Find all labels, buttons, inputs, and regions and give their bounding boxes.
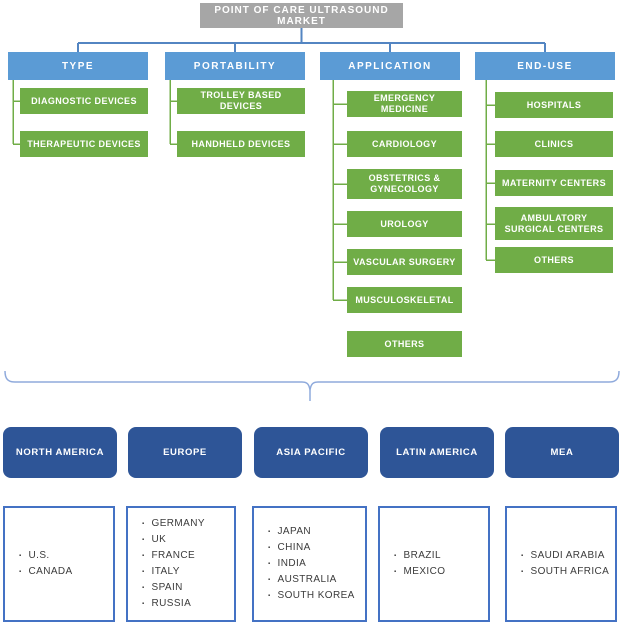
region-label: NORTH AMERICA: [15, 447, 105, 458]
leaf-label: OBSTETRICS & GYNECOLOGY: [368, 173, 441, 194]
leaf-clinics: CLINICS: [495, 131, 613, 157]
leaf-diagnostic-devices: DIAGNOSTIC DEVICES: [20, 88, 148, 114]
leaf-application-others: OTHERS: [347, 331, 462, 357]
country-item: SAUDI ARABIA: [521, 548, 609, 564]
branch-header-label: APPLICATION: [348, 60, 432, 72]
leaf-label: HOSPITALS: [526, 99, 582, 110]
leaf-cardiology: CARDIOLOGY: [347, 131, 462, 157]
brace: [4, 370, 620, 401]
branch-header-end-use: END-USE: [475, 52, 615, 80]
country-item: U.S.: [19, 548, 73, 564]
country-list: BRAZIL MEXICO: [380, 548, 449, 580]
country-box-asia-pacific: JAPAN CHINA INDIA AUSTRALIA SOUTH KOREA: [252, 506, 367, 622]
branch-header-type: TYPE: [8, 52, 148, 80]
country-item: BRAZIL: [394, 548, 445, 564]
country-list: U.S. CANADA: [5, 548, 77, 580]
leaf-label: OTHERS: [534, 254, 574, 265]
leaf-label: VASCULAR SURGERY: [353, 256, 456, 267]
leaf-maternity-centers: MATERNITY CENTERS: [495, 170, 613, 196]
country-item: SOUTH AFRICA: [521, 564, 609, 580]
region-latin-america: LATIN AMERICA: [380, 427, 494, 478]
country-list: SAUDI ARABIA SOUTH AFRICA: [507, 548, 613, 580]
region-label: MEA: [550, 447, 574, 458]
leaf-label: AMBULATORY SURGICAL CENTERS: [504, 212, 604, 234]
country-box-europe: GERMANY UK FRANCE ITALY SPAIN RUSSIA: [126, 506, 236, 622]
branch-header-label: END-USE: [517, 60, 573, 72]
region-label: ASIA PACIFIC: [276, 447, 346, 458]
country-item: ITALY: [142, 564, 205, 580]
leaf-label: DIAGNOSTIC DEVICES: [31, 95, 137, 106]
leaf-label: CARDIOLOGY: [371, 138, 437, 149]
leaf-therapeutic-devices: THERAPEUTIC DEVICES: [20, 131, 148, 157]
country-box-latin-america: BRAZIL MEXICO: [378, 506, 490, 622]
leaf-urology: UROLOGY: [347, 211, 462, 237]
leaf-label: CLINICS: [534, 138, 574, 149]
region-asia-pacific: ASIA PACIFIC: [254, 427, 368, 478]
leaf-ambulatory-surgical-centers: AMBULATORY SURGICAL CENTERS: [495, 207, 613, 240]
country-item: SOUTH KOREA: [268, 588, 355, 604]
leaf-obstetrics-gynecology: OBSTETRICS & GYNECOLOGY: [347, 169, 462, 199]
country-item: UK: [142, 532, 205, 548]
country-item: AUSTRALIA: [268, 572, 355, 588]
country-item: CANADA: [19, 564, 73, 580]
leaf-label: THERAPEUTIC DEVICES: [27, 138, 141, 149]
leaf-label: MATERNITY CENTERS: [502, 177, 606, 188]
region-north-america: NORTH AMERICA: [3, 427, 117, 478]
leaf-label: EMERGENCY MEDICINE: [373, 93, 436, 114]
country-item: INDIA: [268, 556, 355, 572]
top-tree-connectors: [77, 28, 546, 52]
leaf-end-use-others: OTHERS: [495, 247, 613, 273]
leaf-label: MUSCULOSKELETAL: [355, 294, 454, 305]
country-box-north-america: U.S. CANADA: [3, 506, 115, 622]
leaf-hospitals: HOSPITALS: [495, 92, 613, 118]
branch-header-label: TYPE: [61, 60, 95, 72]
leaf-trolley-based-devices: TROLLEY BASED DEVICES: [177, 88, 305, 114]
region-label: EUROPE: [163, 447, 207, 458]
country-list: JAPAN CHINA INDIA AUSTRALIA SOUTH KOREA: [254, 524, 359, 604]
leaf-handheld-devices: HANDHELD DEVICES: [177, 131, 305, 157]
leaf-label: TROLLEY BASED DEVICES: [200, 90, 282, 111]
leaf-label: OTHERS: [384, 338, 425, 349]
leaf-label: UROLOGY: [380, 218, 429, 229]
root-title-box: POINT OF CARE ULTRASOUND MARKET: [200, 3, 403, 28]
leaf-label: HANDHELD DEVICES: [191, 138, 291, 149]
country-box-mea: SAUDI ARABIA SOUTH AFRICA: [505, 506, 617, 622]
region-label: LATIN AMERICA: [396, 447, 478, 458]
country-item: JAPAN: [268, 524, 355, 540]
branch-header-portability: PORTABILITY: [165, 52, 305, 80]
country-item: MEXICO: [394, 564, 445, 580]
leaf-emergency-medicine: EMERGENCY MEDICINE: [347, 91, 462, 117]
country-list: GERMANY UK FRANCE ITALY SPAIN RUSSIA: [128, 516, 209, 612]
root-title: POINT OF CARE ULTRASOUND MARKET: [214, 4, 389, 27]
leaf-musculoskeletal: MUSCULOSKELETAL: [347, 287, 462, 313]
branch-header-application: APPLICATION: [320, 52, 460, 80]
leaf-vascular-surgery: VASCULAR SURGERY: [347, 249, 462, 275]
region-mea: MEA: [505, 427, 619, 478]
country-item: SPAIN: [142, 580, 205, 596]
country-item: FRANCE: [142, 548, 205, 564]
branch-header-label: PORTABILITY: [193, 60, 277, 72]
country-item: CHINA: [268, 540, 355, 556]
country-item: RUSSIA: [142, 596, 205, 612]
region-europe: EUROPE: [128, 427, 242, 478]
country-item: GERMANY: [142, 516, 205, 532]
